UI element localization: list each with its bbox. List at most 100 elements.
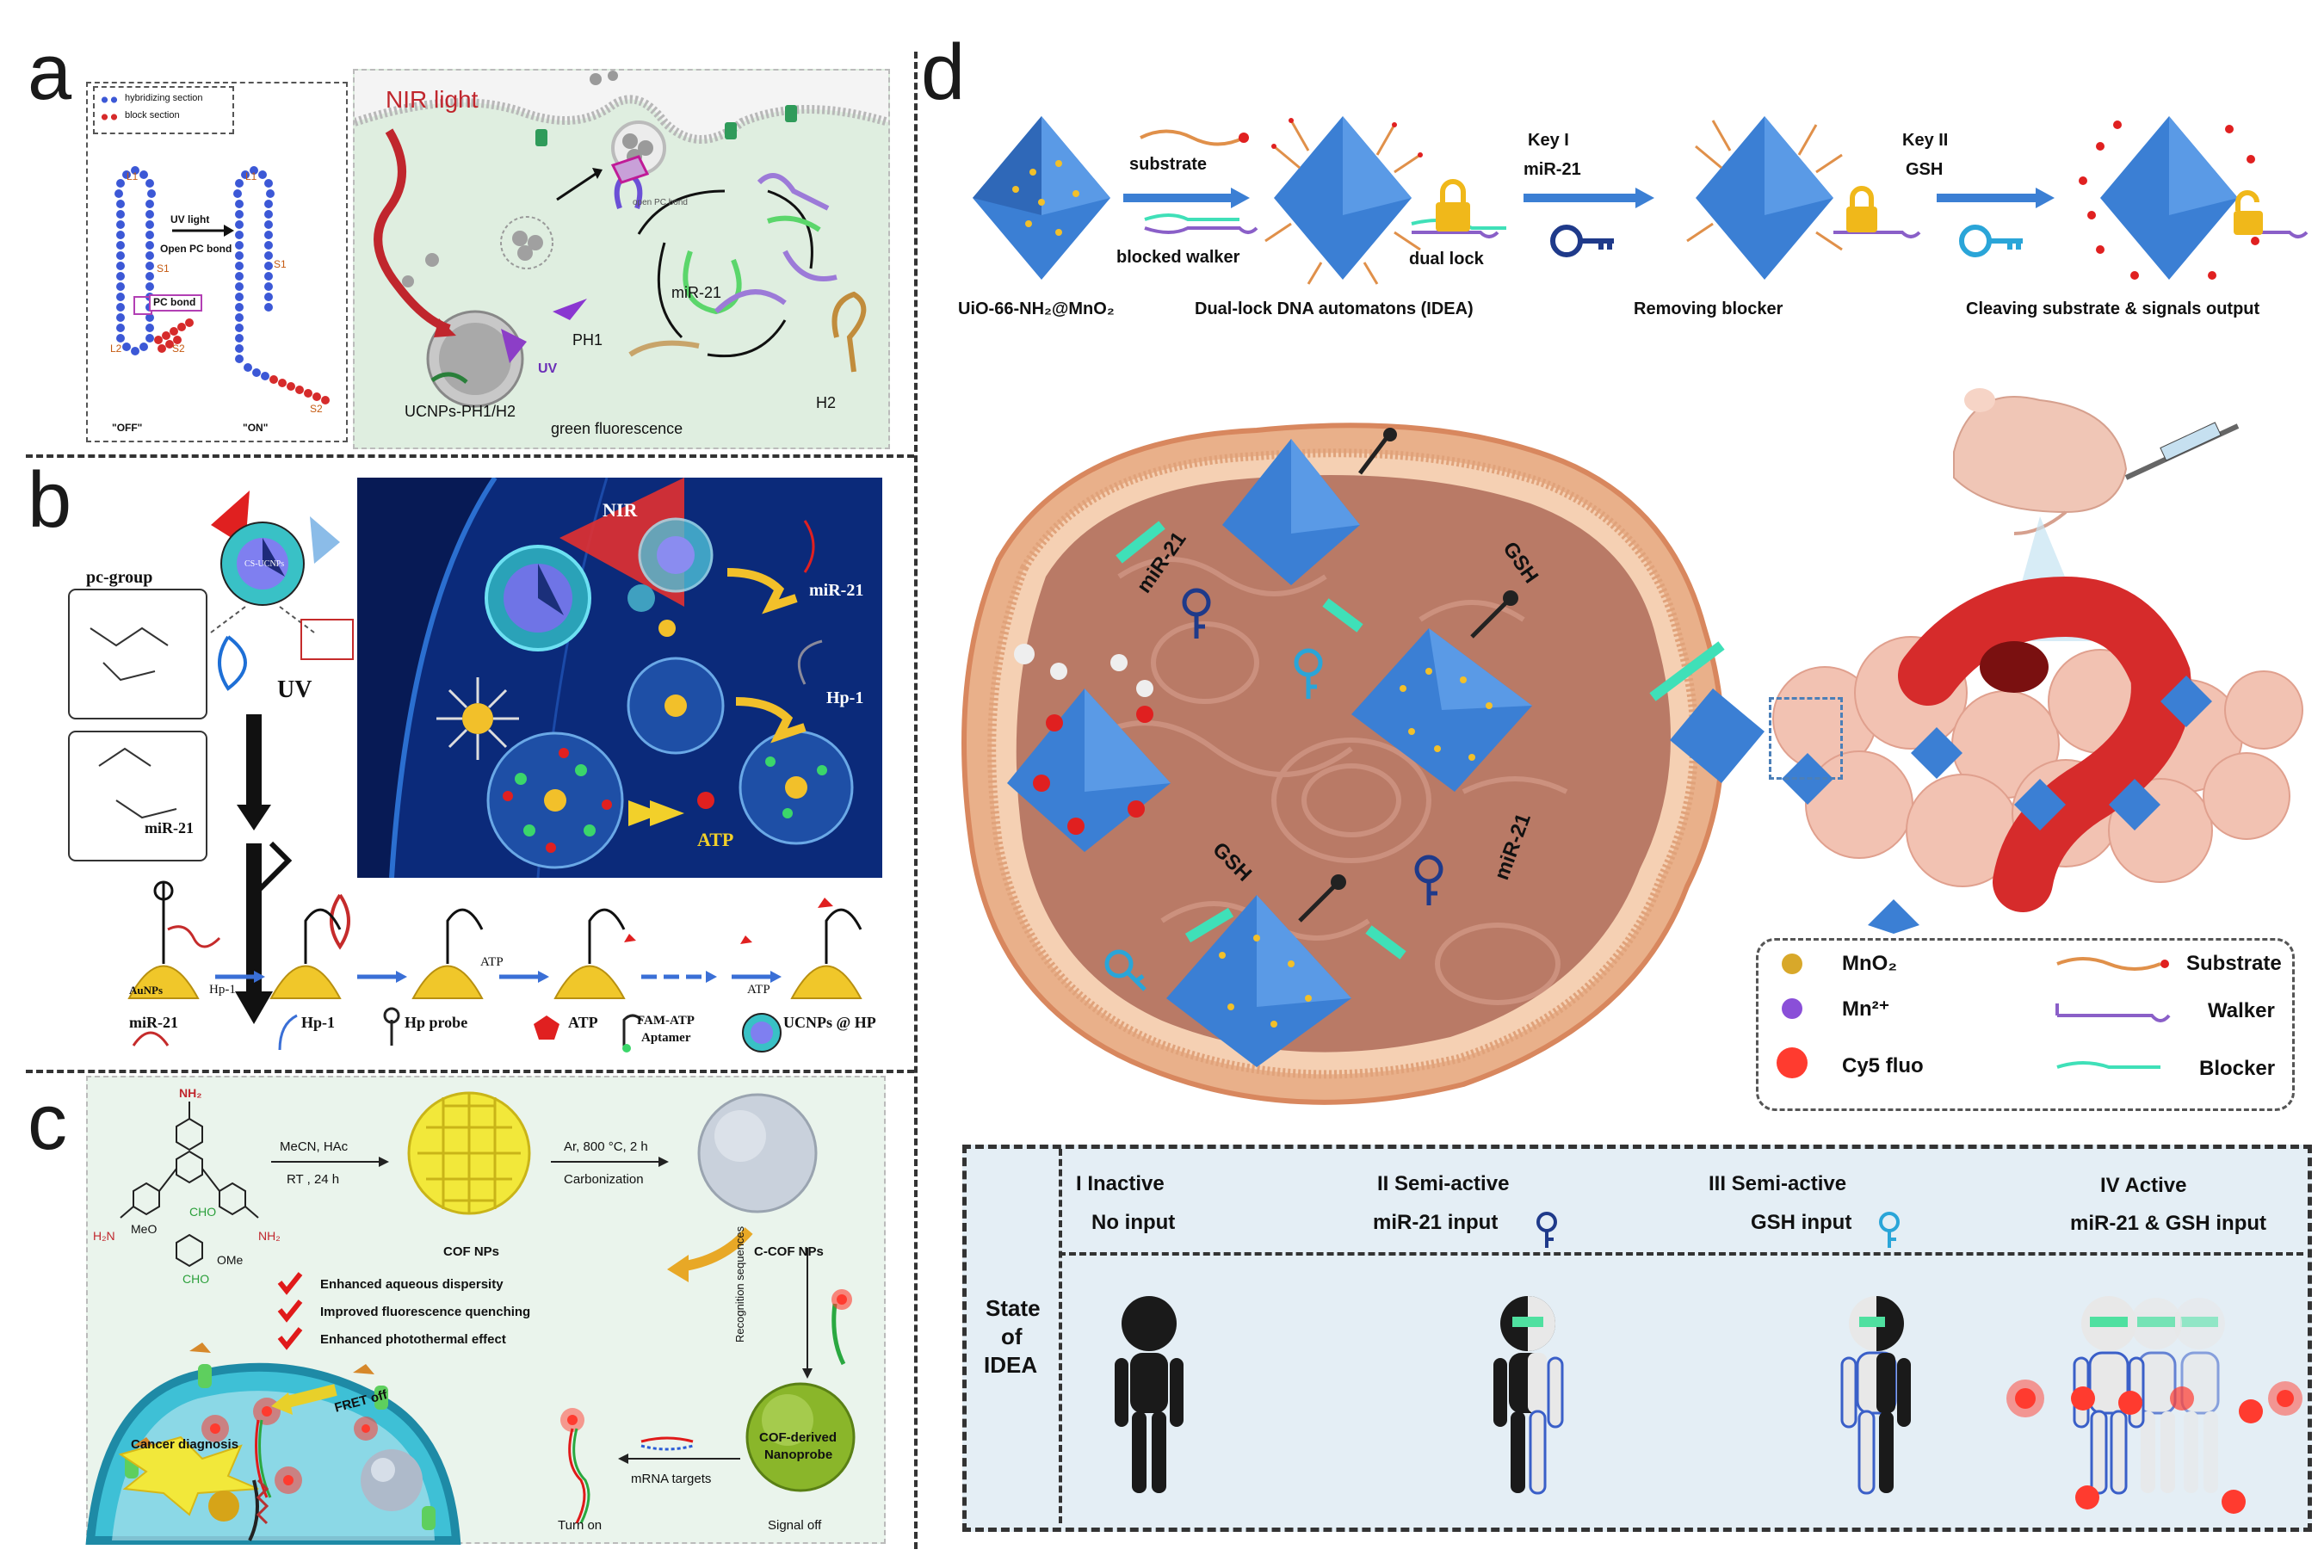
d-legend-substrate: Substrate: [2186, 952, 2282, 975]
legend-ucnps-hp-b: UCNPs @ HP: [783, 1014, 876, 1031]
legend-hp-probe-b: Hp probe: [405, 1014, 468, 1031]
green-fluorescence-label: green fluorescence: [551, 420, 683, 437]
d-key2-line1: Key II: [1902, 131, 1949, 150]
s2-right: S2: [310, 403, 323, 415]
panel-d-workflow: [973, 116, 2309, 285]
d-legend-mn2: Mn²⁺: [1842, 997, 1890, 1021]
c-recognition: Recognition sequences: [733, 1225, 746, 1343]
c-c-cof-nps: C-COF NPs: [754, 1244, 824, 1259]
off-label: "OFF": [112, 422, 143, 434]
atp-label-b-right: ATP: [697, 829, 734, 850]
d-legend-cy5: Cy5 fluo: [1842, 1054, 1924, 1077]
state-input-4: miR-21 & GSH input: [2070, 1212, 2267, 1235]
d-key1-line1: Key I: [1528, 131, 1569, 150]
c-signal-off: Signal off: [768, 1518, 822, 1533]
d-dual-lock: dual lock: [1409, 250, 1484, 269]
s1-left: S1: [157, 262, 170, 275]
legend-hp1-b: Hp-1: [301, 1014, 336, 1031]
legend-aptamer-b: Aptamer: [641, 1031, 691, 1045]
panel-c-schematic: [85, 1091, 856, 1545]
mir21-label-a: miR-21: [671, 284, 722, 301]
c-cho-bottom: CHO: [182, 1272, 210, 1286]
divider-a-b: [26, 454, 914, 458]
vertical-divider: [914, 52, 918, 1549]
panel-letter-a: a: [28, 28, 72, 116]
c-benefit-1: Enhanced aqueous dispersity: [320, 1277, 504, 1292]
panel-d-mouse-tumor: [1772, 388, 2303, 934]
h2-label: H2: [816, 394, 837, 411]
state-row-label-2: of: [1001, 1324, 1023, 1349]
d-key1-line2: miR-21: [1524, 160, 1581, 179]
c-turn-on: Turn on: [558, 1518, 603, 1533]
zoom-dashed-box: [1769, 697, 1843, 780]
state-input-3: GSH input: [1751, 1211, 1852, 1234]
s2-left: S2: [172, 343, 185, 355]
state-robots: [1115, 1212, 2302, 1514]
panel-d-legend: [1756, 938, 2295, 1111]
open-pc-label: open PC bond: [633, 198, 688, 207]
pc-group-label: pc-group: [86, 568, 153, 587]
d-key2-line2: GSH: [1906, 160, 1944, 179]
panel-letter-b: b: [28, 456, 72, 544]
c-nh2-right: NH₂: [258, 1229, 281, 1243]
pc-bond-label: PC bond: [153, 296, 196, 308]
legend-hybridizing: hybridizing section: [125, 93, 203, 103]
on-label: "ON": [243, 422, 269, 434]
c-cho-top: CHO: [189, 1205, 217, 1219]
state-row-label-3: IDEA: [984, 1352, 1038, 1378]
c-mrna-targets: mRNA targets: [631, 1472, 712, 1486]
state-title-4: IV Active: [2100, 1174, 2187, 1197]
state-title-1: I Inactive: [1076, 1172, 1165, 1195]
legend-atp-b: ATP: [568, 1014, 598, 1031]
c-step2-line2: Carbonization: [564, 1172, 644, 1187]
state-input-2: miR-21 input: [1373, 1211, 1499, 1234]
d-substrate: substrate: [1129, 155, 1208, 174]
panel-a-legend-box: [93, 86, 234, 134]
l1-right: L1: [245, 170, 257, 182]
state-table-row-divider: [1059, 1252, 2303, 1256]
l2-label: L2: [110, 343, 122, 355]
s1-right: S1: [274, 258, 287, 270]
c-meo: MeO: [131, 1222, 158, 1236]
panel-d-cell: [961, 423, 1765, 1105]
legend-red-dots: [100, 113, 119, 121]
legend-block: block section: [125, 110, 180, 120]
state-row-label-1: State: [986, 1295, 1041, 1321]
mir21-label-b-left: miR-21: [145, 819, 194, 836]
atp-small-1: ATP: [480, 955, 504, 969]
d-legend-blocker: Blocker: [2199, 1057, 2276, 1080]
panel-b-cell-scene: [357, 478, 882, 878]
uv-light-label: UV light: [170, 213, 210, 225]
uv-label-a: UV: [538, 361, 558, 376]
c-cof-nps: COF NPs: [443, 1244, 500, 1259]
panel-a-cell-scene: [353, 69, 890, 449]
c-step1-line1: MeCN, HAc: [280, 1139, 349, 1154]
c-nh2-left: H₂N: [93, 1229, 115, 1243]
panel-b-left-schematic: [68, 491, 354, 1024]
c-nh2-top: NH₂: [179, 1086, 202, 1100]
state-title-3: III Semi-active: [1709, 1172, 1847, 1195]
c-cancer-diagnosis: Cancer diagnosis: [131, 1437, 239, 1452]
panel-letter-d: d: [921, 28, 966, 116]
d-uio: UiO-66-NH₂@MnO₂: [958, 299, 1115, 318]
d-removing-blocker: Removing blocker: [1634, 299, 1783, 318]
legend-fam-atp-b: FAM-ATP: [637, 1014, 695, 1028]
ph1-label: PH1: [572, 331, 603, 349]
atp-small-2: ATP: [747, 983, 770, 997]
cs-ucnps-label: CS-UCNPs: [244, 559, 285, 569]
state-table-col-divider: [1059, 1149, 1062, 1523]
d-legend-mno2: MnO₂: [1842, 952, 1897, 975]
l1-left: L1: [127, 170, 139, 182]
state-title-2: II Semi-active: [1377, 1172, 1510, 1195]
c-benefit-3: Enhanced photothermal effect: [320, 1332, 506, 1347]
d-dual-lock-automatons: Dual-lock DNA automatons (IDEA): [1195, 299, 1474, 318]
state-input-1: No input: [1091, 1211, 1176, 1234]
c-step2-line1: Ar, 800 °C, 2 h: [564, 1139, 648, 1154]
open-pc-bond-label: Open PC bond: [160, 243, 232, 255]
c-step1-line2: RT , 24 h: [287, 1172, 340, 1187]
panel-a-hairpin-box: [86, 82, 348, 442]
d-cleaving: Cleaving substrate & signals output: [1966, 299, 2260, 318]
divider-b-c: [26, 1070, 914, 1073]
hairpin-diagrams: [114, 166, 330, 404]
mir21-label-b-right: miR-21: [809, 581, 864, 600]
